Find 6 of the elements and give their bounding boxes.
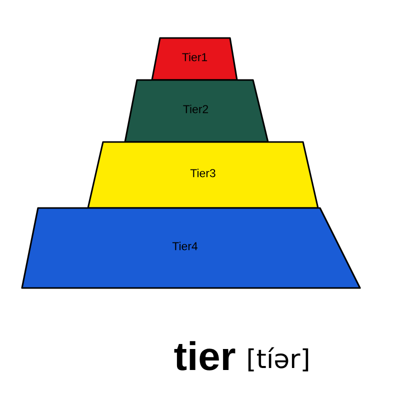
tier-trapezoid: Tier4 (21, 207, 361, 289)
tier-trapezoid: Tier2 (124, 79, 269, 143)
pronunciation: [tíər] (248, 347, 308, 372)
tier-trapezoid: Tier1 (151, 37, 238, 81)
title: tier (174, 341, 236, 370)
tier-trapezoid: Tier3 (87, 141, 319, 209)
